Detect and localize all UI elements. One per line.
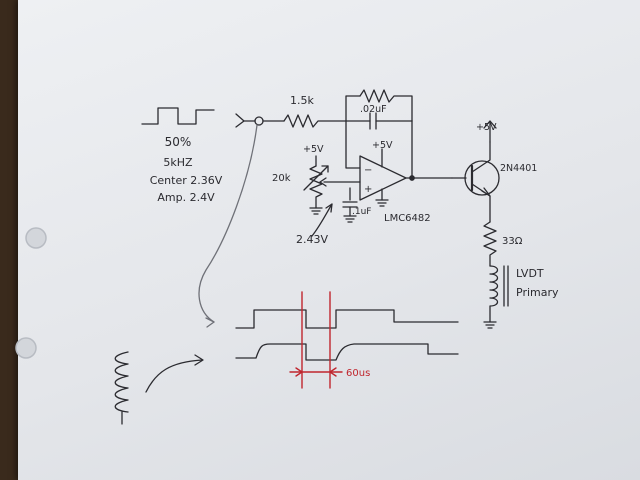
transistor-symbol [464, 160, 500, 196]
scope-trace-input [235, 309, 459, 329]
input-probe-curve [198, 124, 258, 323]
lvdt-ground-symbol [483, 321, 497, 329]
pot-voltage-label: 2.43V [296, 233, 328, 246]
red-interval-arrows [295, 367, 337, 377]
amplitude-label: Amp. 2.4V [157, 191, 215, 204]
lvdt-label-line1: LVDT [516, 267, 544, 280]
notebook-page [18, 0, 640, 480]
transistor-emitter [471, 183, 491, 223]
emitter-resistor-label: 33Ω [502, 236, 523, 247]
input-square-wave [141, 107, 215, 125]
lvdt-coil-symbol [489, 265, 499, 323]
lvdt-label-line2: Primary [516, 286, 559, 299]
scope-trace-output [235, 343, 459, 361]
margin-squiggle [114, 351, 129, 425]
pot-voltage-pointer [311, 203, 333, 237]
potentiometer-label: 20k [272, 173, 291, 184]
pot-voltage-pointer-head [325, 203, 333, 213]
output-node [409, 175, 415, 181]
bypass-capacitor-label: .1uF [352, 207, 371, 217]
binder-hole-2 [15, 337, 37, 359]
squiggle-pointer-curve [145, 359, 203, 393]
input-probe-arrowhead [205, 317, 215, 328]
potentiometer-symbol [309, 165, 323, 209]
center-voltage-label: Center 2.36V [150, 174, 223, 187]
binder-holes [15, 227, 47, 359]
lvdt-core-lines [503, 265, 509, 307]
squiggle-pointer-head [194, 354, 204, 366]
input-arrow [235, 113, 245, 128]
op-amp-part-label: LMC6482 [384, 213, 431, 224]
input-resistor-label: 1.5k [290, 94, 314, 107]
feedback-resistor-symbol [359, 89, 413, 122]
op-amp-supply-label: +5V [372, 140, 393, 151]
feedback-wire-left [345, 95, 361, 122]
feedback-capacitor-label: .02uF [360, 104, 387, 115]
binder-hole-1 [25, 227, 47, 249]
pot-adjust-arrow [303, 165, 329, 191]
op-amp-ground-symbol [375, 199, 389, 207]
pot-adjust-arrowhead [321, 165, 329, 173]
op-amp-symbol [359, 155, 407, 201]
input-resistor-symbol [283, 114, 347, 128]
pot-wiper-arrow [319, 177, 327, 187]
duty-cycle-label: 50% [165, 135, 192, 149]
interval-label: 60us [346, 368, 370, 379]
frequency-label: 5kHZ [163, 156, 193, 169]
inverting-input-wire [345, 120, 361, 169]
bypass-cap-ground-symbol [343, 215, 357, 223]
input-node [254, 116, 264, 126]
emitter-arrow [481, 187, 491, 197]
minus-sign: − [364, 165, 372, 176]
feedback-capacitor-symbol [369, 112, 377, 130]
transistor-part-label: 2N4401 [500, 163, 537, 174]
emitter-resistor-symbol [483, 221, 497, 267]
plus-sign: + [364, 184, 372, 195]
transistor-collector [471, 141, 491, 173]
pot-supply-label: +5V [303, 144, 324, 155]
transistor-supply-label: +5V [476, 122, 497, 133]
pot-ground-symbol [309, 207, 323, 215]
transistor-supply-arrow [483, 120, 497, 143]
